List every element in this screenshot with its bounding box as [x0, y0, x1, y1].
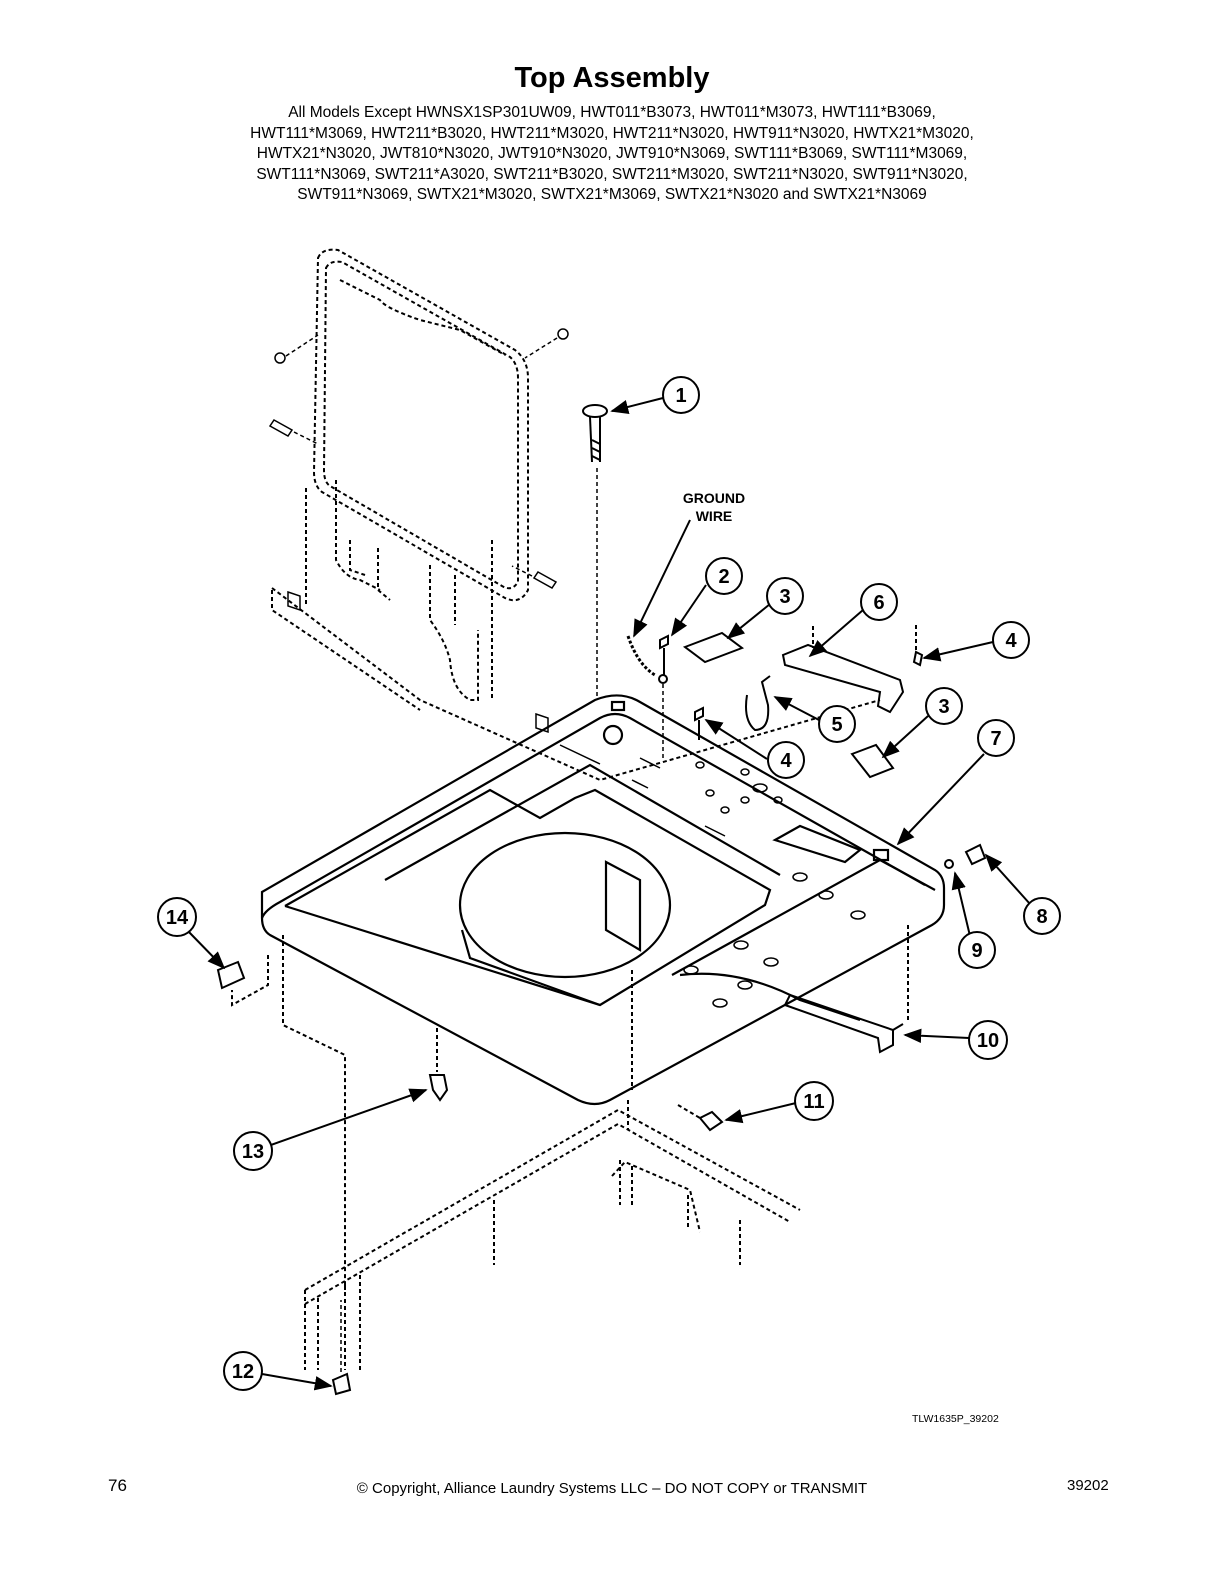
callout-10: 10	[968, 1020, 1008, 1060]
svg-text:4: 4	[780, 750, 792, 772]
ground-wire-label: GROUND WIRE	[683, 490, 745, 524]
svg-text:12: 12	[232, 1361, 254, 1383]
svg-text:10: 10	[977, 1030, 999, 1052]
callouts: 1 2 3 6 4 5 3 7 4 8 9 14 10 11 13 12	[157, 376, 1061, 1391]
model-line: HWT111*M3069, HWT211*B3020, HWT211*M3020…	[250, 124, 974, 142]
model-line: All Models Except HWNSX1SP301UW09, HWT01…	[288, 104, 936, 121]
svg-text:4: 4	[1005, 630, 1017, 652]
page-number: 76	[108, 1476, 127, 1495]
cabinet-frame	[231, 587, 909, 1370]
callout-9: 9	[958, 931, 996, 969]
callout-13: 13	[233, 1131, 273, 1171]
callout-12: 12	[223, 1351, 263, 1391]
document-number: 39202	[1067, 1477, 1109, 1494]
callout-3-upper: 3	[766, 577, 804, 615]
svg-text:5: 5	[831, 714, 842, 736]
svg-text:13: 13	[242, 1141, 264, 1163]
page-title: Top Assembly	[514, 62, 710, 94]
svg-text:1: 1	[675, 385, 686, 407]
svg-text:3: 3	[938, 696, 949, 718]
callout-8: 8	[1023, 897, 1061, 935]
lid-panel	[305, 248, 529, 701]
small-parts	[216, 625, 987, 1396]
svg-text:11: 11	[803, 1091, 824, 1113]
callout-5: 5	[818, 705, 856, 743]
callout-11: 11	[794, 1081, 834, 1121]
svg-text:2: 2	[718, 566, 729, 588]
callout-14: 14	[157, 897, 197, 937]
svg-text:9: 9	[971, 940, 982, 962]
model-exceptions: All Models Except HWNSX1SP301UW09, HWT01…	[150, 103, 1074, 206]
top-panel-slots	[559, 744, 866, 1008]
figure-code: TLW1635P_39202	[912, 1413, 999, 1425]
svg-text:7: 7	[990, 728, 1001, 750]
model-line: HWTX21*N3020, JWT810*N3020, JWT910*N3020…	[256, 145, 968, 162]
model-line: SWT111*N3069, SWT211*A3020, SWT211*B3020…	[256, 165, 968, 183]
leader-arrows	[186, 397, 1031, 1391]
svg-text:14: 14	[166, 907, 189, 929]
callout-4-upper: 4	[992, 621, 1030, 659]
callout-3-lower: 3	[925, 687, 963, 725]
copyright-notice: © Copyright, Alliance Laundry Systems LL…	[356, 1480, 868, 1497]
callout-2: 2	[705, 557, 743, 595]
callout-4-lower: 4	[767, 741, 805, 779]
top-panel	[260, 694, 946, 1106]
ground-wire-label-line2: WIRE	[696, 508, 733, 524]
svg-text:3: 3	[779, 586, 790, 608]
callout-7: 7	[977, 719, 1015, 757]
lid-screws	[268, 328, 569, 734]
ground-wire-label-line1: GROUND	[683, 490, 745, 506]
svg-text:8: 8	[1036, 906, 1047, 928]
model-line: SWT911*N3069, SWTX21*M3020, SWTX21*M3069…	[297, 186, 927, 203]
callout-1: 1	[662, 376, 700, 414]
svg-text:6: 6	[873, 592, 884, 614]
callout-6: 6	[860, 583, 898, 621]
screw-part-1	[582, 404, 608, 700]
